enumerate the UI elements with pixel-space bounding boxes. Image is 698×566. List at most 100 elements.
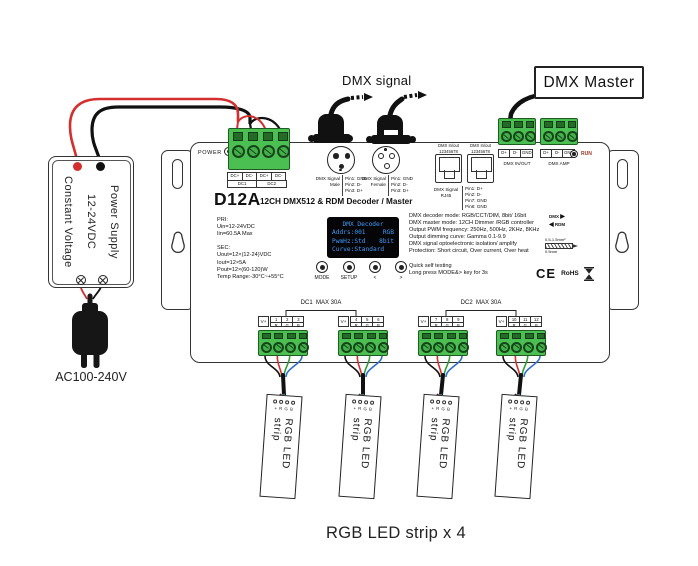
strip-cable — [439, 373, 445, 397]
screw-terminal — [445, 341, 457, 353]
electrical-specs: PRI: Uin=12-24VDC Iin=60.5A Max SEC: Uou… — [217, 217, 284, 280]
led-strip: +RGB RGB LED strip — [416, 393, 460, 500]
ac-plug-body-icon — [72, 311, 108, 355]
xlr-cable — [387, 96, 405, 118]
oled-mode: RGB — [382, 229, 394, 236]
output-terminal-block — [258, 330, 309, 356]
xlr-pin-hole — [383, 163, 390, 170]
dc2-group-label: DC2 — [256, 180, 288, 189]
solder-pad — [519, 399, 525, 404]
feature-specs: DMX decoder mode: RGB/CCT/DIM, 8bit/ 16b… — [409, 213, 540, 255]
solder-pad — [363, 399, 369, 404]
xlr-plug-ear — [346, 135, 353, 142]
dmx-amp-label: DMX AMP — [548, 160, 570, 166]
oled-display: DMX Decoder Addrs:001 RGB PwmHz:Std 8bit… — [327, 217, 399, 258]
model-name: D12A — [214, 189, 261, 209]
next-button — [395, 261, 407, 273]
solder-pad — [514, 399, 519, 404]
solder-pad — [447, 400, 453, 405]
arrow-left-icon: ◀ — [549, 222, 554, 229]
screw-terminal — [567, 131, 578, 142]
vplus-label: V+ — [418, 316, 429, 327]
xlr-male-label: DMX Signal Male — [315, 176, 340, 188]
rj45-port-label: DMX In/out 12345678 — [438, 143, 459, 154]
mounting-ear-left — [161, 150, 194, 310]
xlr-notch — [384, 148, 387, 151]
dmx-signal-label: DMX signal — [342, 73, 412, 88]
pad-labels: +RGB — [509, 404, 531, 412]
solder-pad — [290, 400, 296, 405]
ac-plug-neck — [82, 303, 98, 315]
wire-hole — [434, 333, 444, 339]
xlr-notch — [339, 168, 342, 172]
solder-pad — [358, 399, 363, 404]
screw-terminal — [231, 145, 245, 158]
screw-terminal — [285, 341, 297, 353]
screw-terminal — [340, 341, 352, 353]
arrow-right-icon: ▶ — [560, 214, 565, 220]
dmx-amp-terminal-block — [540, 118, 578, 145]
oled-title: DMX Decoder — [342, 220, 384, 228]
run-led-icon — [570, 150, 578, 158]
wire-hole — [458, 333, 467, 339]
strip-cable — [281, 373, 286, 397]
xlr-plug-ear — [308, 135, 315, 142]
ce-mark: CE — [536, 266, 557, 281]
power-supply-box: Power Supply 12-24VDC Constant Voltage — [48, 156, 134, 288]
vplus-label: V+ — [496, 316, 507, 327]
wire-hole — [446, 333, 456, 339]
output-terminal-block — [496, 330, 547, 356]
screw-terminal — [246, 145, 260, 158]
label-divider — [462, 186, 463, 210]
xlr-male-socket — [327, 146, 355, 174]
prev-button-label: < — [373, 275, 377, 281]
mode-button-label: MODE — [314, 275, 330, 281]
screw-terminal — [297, 341, 309, 353]
mounting-slot-icon — [172, 159, 183, 189]
wire-hole — [536, 333, 545, 339]
wire-hole — [514, 121, 523, 128]
wire-hole — [263, 132, 273, 141]
led-strip: +RGB RGB LED strip — [338, 393, 382, 500]
screw-terminal — [273, 341, 285, 353]
setup-button — [343, 261, 355, 273]
pad-labels: +RGB — [431, 404, 453, 412]
solder-pad — [508, 398, 513, 404]
screw-terminal — [513, 131, 524, 142]
oled-pwm: PwmHz:Std — [332, 237, 366, 245]
screw-terminal — [260, 341, 272, 353]
wire-hole — [354, 333, 364, 339]
mode-button — [316, 261, 328, 273]
signal-direction-dashes — [350, 95, 364, 100]
xlr-pin-hole — [377, 152, 384, 159]
strip-cable — [517, 373, 523, 397]
xlr-cable-female — [366, 91, 427, 144]
xlr-female-label: DMX Signal Female — [361, 176, 386, 188]
solder-pad — [352, 398, 357, 404]
dmx-badge-label: DMX — [549, 214, 559, 219]
wire-hole — [286, 333, 296, 339]
label-divider — [342, 175, 343, 196]
power-supply-label: Power Supply 12-24VDC Constant Voltage — [61, 176, 120, 268]
wire-ferrule-icon — [545, 243, 578, 249]
led-strip: +RGB RGB LED strip — [259, 393, 303, 500]
led-strip-label: RGB LED strip — [349, 417, 373, 470]
dmx-master-box: DMX Master — [534, 66, 644, 99]
rj45-port-label: DMX In/out 12345678 — [470, 143, 491, 154]
wire-hole — [512, 333, 522, 339]
solder-pad — [441, 399, 447, 404]
label-divider — [388, 175, 389, 196]
ac-voltage-label: AC100-240V — [55, 370, 127, 384]
rj45-pinout: Pin1: D+ Pin2: D- Pin7: GND Pin8: GND — [465, 186, 487, 210]
rdm-badge-label: RDM — [554, 222, 566, 228]
oled-curve: Curve:Standard — [332, 246, 385, 253]
solder-pad — [284, 399, 290, 404]
rj45-label: DMX Signal RJ45 — [433, 187, 459, 199]
certification-marks: CE RoHS — [536, 266, 594, 281]
wire-hole — [556, 121, 565, 128]
